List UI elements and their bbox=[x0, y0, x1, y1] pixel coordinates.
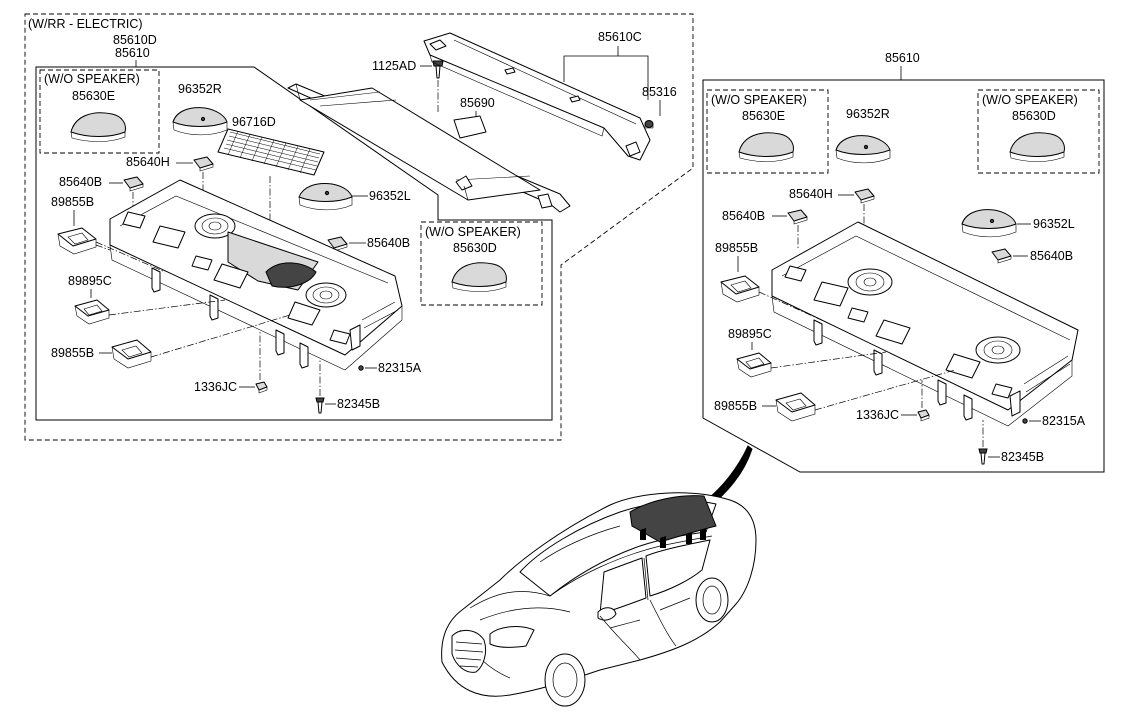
label-89895C-right[interactable]: 89895C bbox=[728, 327, 772, 341]
electric-variant-dashed-frame bbox=[24, 13, 694, 441]
label-85610-left[interactable]: 85610 bbox=[115, 46, 150, 60]
label-82345B-left[interactable]: 82345B bbox=[337, 397, 380, 411]
label-1336JC-right[interactable]: 1336JC bbox=[856, 408, 899, 422]
label-89895C-left[interactable]: 89895C bbox=[68, 274, 112, 288]
clip-85640H-right[interactable] bbox=[854, 188, 875, 204]
wo-speaker-box-left bbox=[39, 69, 160, 154]
label-82315A-left[interactable]: 82315A bbox=[378, 361, 422, 375]
plug-82315A-right[interactable] bbox=[1022, 418, 1028, 424]
speaker-cover-85630D-right[interactable] bbox=[1009, 132, 1065, 162]
wo-speaker-label-middle: (W/O SPEAKER) bbox=[425, 225, 521, 239]
vehicle-illustration bbox=[441, 492, 757, 707]
speaker-grille-96352L-left[interactable] bbox=[298, 183, 353, 211]
electric-variant-label: (W/RR - ELECTRIC) bbox=[28, 17, 143, 31]
label-96352R-left[interactable]: 96352R bbox=[178, 82, 222, 96]
label-89855B-left-bottom[interactable]: 89855B bbox=[51, 346, 94, 360]
wo-speaker-box-middle bbox=[420, 221, 543, 306]
clip-85640H-left[interactable] bbox=[193, 156, 214, 172]
mount-89855B-left-top[interactable] bbox=[57, 227, 97, 255]
label-96352L-right[interactable]: 96352L bbox=[1033, 217, 1075, 231]
mount-89855B-right-top[interactable] bbox=[720, 275, 760, 303]
speaker-grille-96352L-right[interactable] bbox=[961, 209, 1017, 238]
bracket-89895C-left[interactable] bbox=[74, 299, 110, 325]
wo-speaker-label-right-right: (W/O SPEAKER) bbox=[982, 93, 1078, 107]
label-96352R-right[interactable]: 96352R bbox=[846, 107, 890, 121]
label-1125AD[interactable]: 1125AD bbox=[372, 59, 416, 73]
wo-speaker-box-right-right bbox=[977, 89, 1100, 174]
speaker-cover-85630E-right[interactable] bbox=[738, 132, 794, 162]
mount-89855B-left-bottom[interactable] bbox=[111, 339, 152, 369]
clip-85640B-right-right[interactable] bbox=[991, 248, 1012, 264]
label-82345B-right[interactable]: 82345B bbox=[1001, 450, 1044, 464]
package-tray-panel-left[interactable] bbox=[109, 179, 403, 371]
rear-grille-96716D[interactable] bbox=[217, 128, 325, 176]
label-96352L-left[interactable]: 96352L bbox=[369, 189, 411, 203]
left-panel-solid-frame bbox=[35, 66, 553, 421]
clip-85640B-right-left[interactable] bbox=[787, 209, 808, 225]
plug-82315A-left[interactable] bbox=[358, 365, 364, 371]
label-89855B-left-top[interactable]: 89855B bbox=[51, 195, 94, 209]
label-85640H-right[interactable]: 85640H bbox=[789, 187, 833, 201]
clip-85316[interactable] bbox=[644, 120, 654, 129]
wo-speaker-label-right-left: (W/O SPEAKER) bbox=[711, 93, 807, 107]
speaker-cover-85630D-left[interactable] bbox=[451, 262, 507, 292]
label-89855B-right-top[interactable]: 89855B bbox=[715, 241, 758, 255]
label-85316[interactable]: 85316 bbox=[642, 85, 677, 99]
package-tray-panel-right[interactable] bbox=[771, 221, 1079, 427]
rear-sunshade-85690[interactable] bbox=[287, 83, 571, 213]
label-85630D-left[interactable]: 85630D bbox=[453, 241, 497, 255]
label-85610-right[interactable]: 85610 bbox=[885, 51, 920, 65]
label-85630D-right[interactable]: 85630D bbox=[1012, 109, 1056, 123]
screw-82345B-left[interactable] bbox=[315, 397, 325, 414]
label-85610D[interactable]: 85610D bbox=[113, 33, 157, 47]
label-85640H-left[interactable]: 85640H bbox=[126, 155, 170, 169]
label-85640B-left-top[interactable]: 85640B bbox=[59, 175, 102, 189]
label-85690[interactable]: 85690 bbox=[460, 96, 495, 110]
label-85610C[interactable]: 85610C bbox=[598, 30, 642, 44]
clip-85640B-left-top[interactable] bbox=[123, 176, 144, 192]
nut-1336JC-left[interactable] bbox=[255, 381, 268, 394]
label-85640B-left-right[interactable]: 85640B bbox=[367, 236, 410, 250]
wo-speaker-label-left: (W/O SPEAKER) bbox=[44, 72, 140, 86]
rear-cover-85610C[interactable] bbox=[423, 32, 651, 161]
bracket-89895C-right[interactable] bbox=[736, 352, 772, 378]
rear-tray-location-highlight bbox=[629, 495, 717, 543]
label-82315A-right[interactable]: 82315A bbox=[1042, 414, 1086, 428]
label-89855B-right-bottom[interactable]: 89855B bbox=[714, 399, 757, 413]
mount-89855B-right-bottom[interactable] bbox=[775, 392, 816, 422]
label-85640B-right-left[interactable]: 85640B bbox=[722, 209, 765, 223]
label-85640B-right-right[interactable]: 85640B bbox=[1030, 249, 1073, 263]
bolt-1125AD[interactable] bbox=[432, 60, 444, 79]
label-1336JC-left[interactable]: 1336JC bbox=[194, 380, 237, 394]
screw-82345B-right[interactable] bbox=[978, 448, 988, 465]
wo-speaker-box-right-left bbox=[706, 89, 829, 174]
speaker-cover-85630E-left[interactable] bbox=[70, 112, 126, 142]
clip-85640B-left-right[interactable] bbox=[327, 236, 348, 252]
nut-1336JC-right[interactable] bbox=[917, 409, 930, 422]
right-panel-solid-frame bbox=[702, 79, 1105, 473]
speaker-grille-96352R-left[interactable] bbox=[172, 107, 228, 136]
label-85630E-right[interactable]: 85630E bbox=[742, 109, 785, 123]
speaker-grille-96352R-right[interactable] bbox=[835, 135, 891, 164]
label-85630E-left[interactable]: 85630E bbox=[72, 89, 115, 103]
label-96716D[interactable]: 96716D bbox=[232, 115, 276, 129]
